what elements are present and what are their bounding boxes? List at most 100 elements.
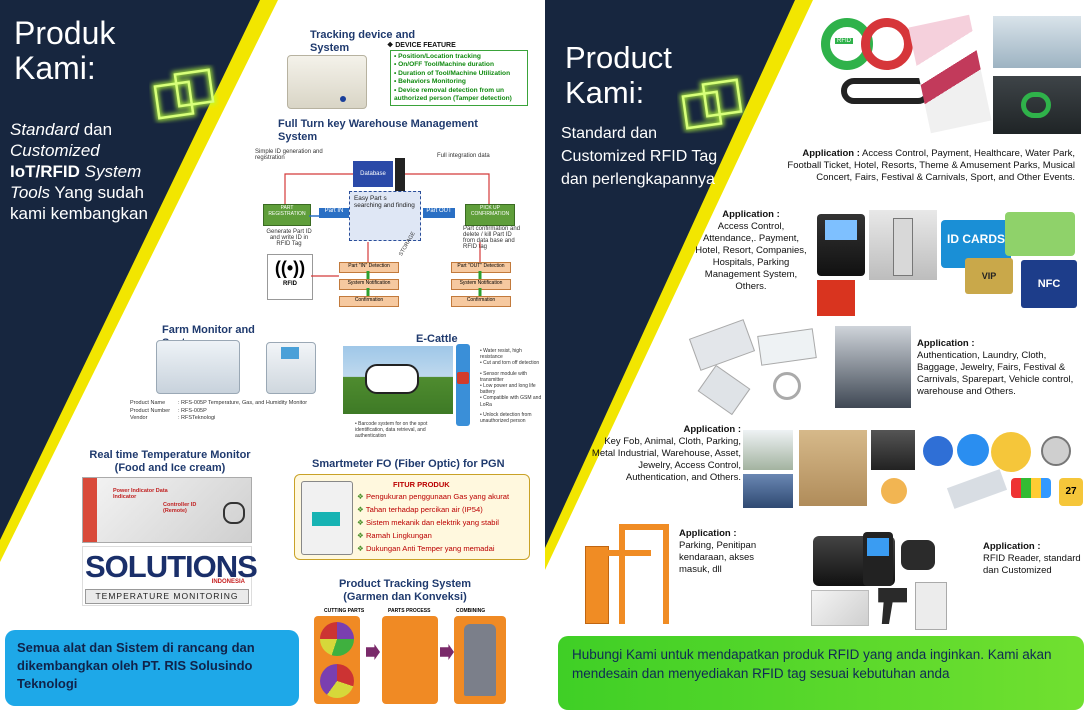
logo-banner: TEMPERATURE MONITORING <box>85 589 249 604</box>
laundry-tags-image <box>683 319 823 416</box>
left-subtitle: Standard dan Customized IoT/RFID System … <box>10 119 170 224</box>
left-background <box>0 0 278 562</box>
database-box: Database <box>353 161 393 187</box>
animal-tag-icon: 27 <box>1059 478 1083 506</box>
blue-fob-icon-2 <box>957 434 989 466</box>
rfid-wave-icon: ((•)) <box>274 258 306 278</box>
wrist-band-icon <box>1021 92 1051 118</box>
feature-item: • On/OFF Tool/Machine duration <box>394 61 494 69</box>
smartmeter-feature: ❖ Tahan terhadap percikan air (IP54) <box>357 505 483 514</box>
subtitle-system: System <box>79 162 142 181</box>
application-2: Application : Access Control, Attendance… <box>695 209 807 293</box>
warehouse-left-note: Simple ID generation and registration <box>255 149 323 161</box>
key-fob-image: 27 <box>919 428 1085 514</box>
device-feature-header-text: DEVICE FEATURE <box>395 42 456 49</box>
ecattle-feature: • Low power and long life battery <box>480 383 536 396</box>
cattle-photo <box>343 346 453 414</box>
farm-monitor-image <box>156 340 240 394</box>
pickup-box: PICK UP CONFIRMATION <box>465 204 515 226</box>
warehouse-right-note: Full integration data <box>437 153 490 159</box>
subtitle-dan: dan <box>79 120 113 139</box>
subtitle-customized: Customized <box>10 141 100 160</box>
right-subtitle: Standard dan Customized RFID Tag dan per… <box>561 125 718 188</box>
blue-fob-icon <box>923 436 953 466</box>
part-in-arrow: Part IN <box>319 208 349 218</box>
application-3: Application : Authentication, Laundry, C… <box>917 338 1085 398</box>
cow-photo <box>743 430 793 470</box>
arrow-icon <box>366 644 380 660</box>
ecattle-feature: • Sensor module with transmitter <box>480 370 528 383</box>
meter-display-icon <box>312 512 340 526</box>
pallet-photo <box>799 430 867 506</box>
logo-sub-text: INDONESIA <box>211 579 245 585</box>
device-feature-header: ❖ DEVICE FEATURE <box>387 42 456 49</box>
right-footer: Hubungi Kami untuk mendapatkan produk RF… <box>558 636 1084 710</box>
baby-band-photo <box>993 16 1081 68</box>
gate-frame-icon <box>619 524 669 624</box>
cattle-tag-image <box>456 344 470 426</box>
connector-icon <box>223 502 245 524</box>
tracking-device-image <box>287 55 367 109</box>
left-page: Produk Kami: Standard dan Customized IoT… <box>0 0 542 706</box>
application-5-text: Parking, Penitipan kendaraan, akses masu… <box>679 540 757 575</box>
wrist-band-photo <box>993 76 1081 134</box>
tag-icon-1 <box>688 319 756 371</box>
yellow-fob-icon <box>991 432 1031 472</box>
controller-label: Controller ID (Remote) <box>163 502 197 514</box>
cow-icon <box>365 364 419 394</box>
device-feature-list: • Position/Location tracking • On/OFF To… <box>390 50 528 106</box>
ecattle-features: • Water resist, high resistance • Cut an… <box>480 348 542 424</box>
metal-tag-icon <box>1041 436 1071 466</box>
tag-icon-2 <box>757 328 817 366</box>
temperature-monitor-image: Power Indicator Data Indicator Controlle… <box>82 477 252 543</box>
step-process: PARTS PROCESS <box>388 608 431 614</box>
solutions-logo: SOLUTIONS INDONESIA TEMPERATURE MONITORI… <box>82 546 258 606</box>
device-led-icon <box>340 96 346 102</box>
parking-gate-image <box>579 520 673 628</box>
monitor-side-panel <box>83 478 97 542</box>
product-tracking-diagram: CUTTING PARTS PARTS PROCESS COMBINING <box>314 604 530 706</box>
cat-photo <box>871 474 915 508</box>
arrow-icon-2 <box>440 644 454 660</box>
feature-item: • Duration of Tool/Machine Utilization <box>394 69 511 77</box>
sensor-window-icon <box>281 347 299 359</box>
warehouse-title: Full Turn key Warehouse Management Syste… <box>278 118 478 143</box>
ecattle-feature: • Compatible with GSM and LoRa <box>480 395 542 408</box>
rfid-reader-icon: ((•)) RFID <box>267 254 313 300</box>
application-2-label: Application : <box>722 209 780 220</box>
step-combining: COMBINING <box>456 608 486 614</box>
feature-item: • Behaviors Monitoring <box>394 78 466 86</box>
application-4-text: Key Fob, Animal, Cloth, Parking, Metal I… <box>591 436 741 483</box>
application-4-label: Application : <box>683 424 741 435</box>
subtitle-iot-rfid: IoT/RFID <box>10 162 80 181</box>
right-background <box>545 0 813 570</box>
handheld-screen-icon <box>867 538 889 556</box>
smartmeter-panel: FITUR PRODUK ❖ Pengukuran penggunaan Gas… <box>294 474 530 560</box>
subtitle-standard: Standard <box>10 120 79 139</box>
gate-post-icon <box>585 546 609 624</box>
ecattle-feature: • Cut and torn off detection <box>480 360 540 367</box>
neon-squares-logo <box>151 66 217 122</box>
right-title: Product Kami: <box>565 40 672 110</box>
left-title: Produk Kami: <box>14 15 116 86</box>
gas-meter-image <box>301 481 353 555</box>
application-1: Application : Access Control, Payment, H… <box>767 148 1075 184</box>
logo-main-text: SOLUTIONS <box>85 549 258 584</box>
application-3-label: Application : <box>917 338 975 349</box>
application-3-text: Authentication, Laundry, Cloth, Baggage,… <box>917 350 1074 397</box>
lock-handle-icon <box>893 218 913 276</box>
nfc-card-icon: NFC <box>1021 260 1077 308</box>
storage-box: Easy Part s searching and finding STORAG… <box>349 191 421 257</box>
key-card-icon <box>946 469 1008 509</box>
generate-note: Generate Part ID and write ID in RFID Ta… <box>266 229 312 247</box>
smartmeter-header: FITUR PRODUK <box>393 480 450 489</box>
farm-spec-row: Vendor: RFSTeknologi <box>130 415 216 421</box>
temperature-title: Real time Temperature Monitor (Food and … <box>89 449 251 474</box>
out-confirmation-box: Confirmation <box>451 296 511 307</box>
combining-panel <box>454 616 506 704</box>
step-cutting: CUTTING PARTS <box>324 608 365 614</box>
rfid-label: RFID <box>283 281 297 287</box>
application-1-text: Access Control, Payment, Healthcare, Wat… <box>787 148 1075 183</box>
farm-spec-row: Product Number: RFS-005P <box>130 407 207 414</box>
application-6-text: RFID Reader, standard dan Customized <box>983 553 1081 576</box>
